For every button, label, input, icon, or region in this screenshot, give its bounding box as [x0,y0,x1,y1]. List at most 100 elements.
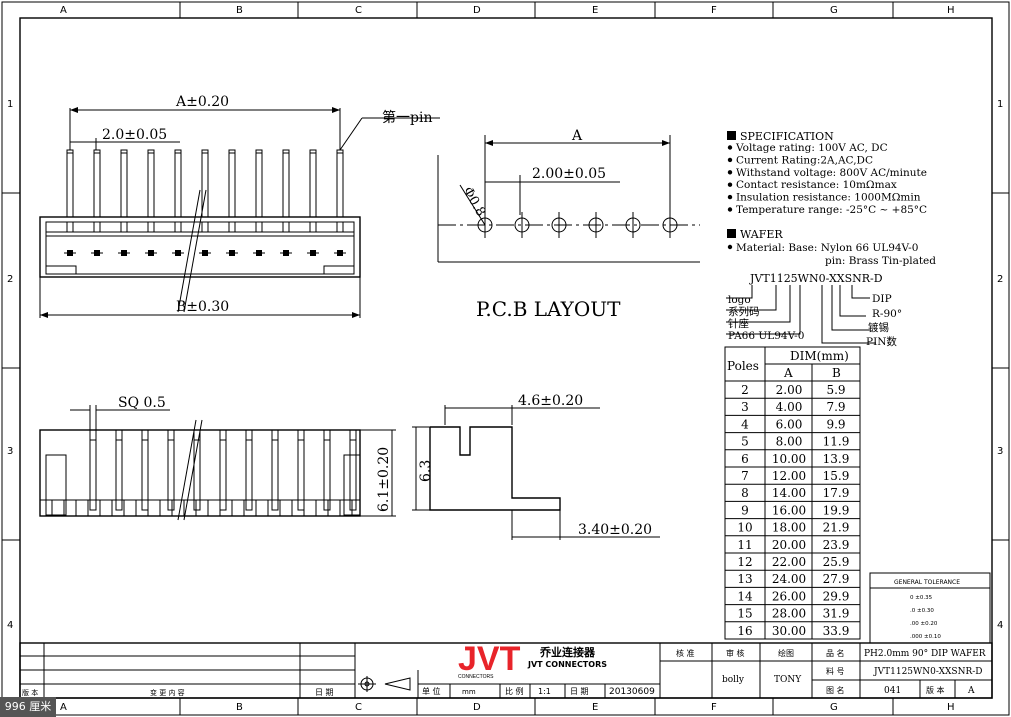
part-label: 料 号 [826,666,845,676]
grid-col-label: D [473,5,481,16]
code-label: 镀锡 [868,321,889,334]
pin [336,149,344,218]
pole-cell: 4 [741,417,749,431]
grid-col-label: G [830,702,838,713]
dim-a-cell: 8.00 [776,435,803,449]
grid-col-label: H [947,5,955,16]
pin [147,149,155,218]
pole-cell: 6 [741,452,749,466]
dim-b-cell: 21.9 [823,521,850,535]
zoom-badge: 996 厘米 [0,697,56,717]
grid-row-label: 2 [997,274,1003,285]
general-tolerance: GENERAL TOLERANCE 0 ±0.35 .0 ±0.30 .00 ±… [869,572,991,644]
wafer-title: WAFER [740,228,783,241]
pole-cell: 11 [737,538,752,552]
grid-col-label: H [947,702,955,713]
dim-a-cell: 14.00 [772,486,806,500]
pin [167,429,175,511]
pin [174,149,182,218]
dim-a-cell: 22.00 [772,555,806,569]
dim-b-cell: 19.9 [823,503,850,517]
pin-base [201,221,209,233]
height-61-label: 6.1±0.20 [376,447,392,512]
dim-a-cell: 12.00 [772,469,806,483]
pin [141,429,149,511]
pcb-title: P.C.B LAYOUT [476,297,621,321]
grid-col-label: A [60,702,67,713]
first-pin-label: 第一pin [382,109,432,126]
pole-cell: 13 [737,572,752,586]
grid-col-label: D [473,702,481,713]
grid-row-label: 4 [7,620,13,631]
dim-b-label: B±0.30 [176,299,229,315]
height-63-label: 6.3 [418,460,434,482]
grid-row-label: 4 [997,620,1003,631]
wafer-bullet-icon [727,229,736,238]
grid-col-label: F [711,5,717,16]
date2-label: 日 期 [315,688,334,697]
dim-header: DIM(mm) [790,349,849,363]
dim-a-cell: 18.00 [772,521,806,535]
code-label: 针座 [728,317,749,330]
ver-value: A [967,686,975,696]
pin [93,149,101,218]
pin [349,429,357,511]
dim-b-cell: 5.9 [826,383,845,397]
poles-header: Poles [727,359,759,373]
dwg-label: 图 名 [826,685,845,695]
spec-title: SPECIFICATION [740,130,834,143]
grid-row-label: 3 [7,446,13,457]
pole-cell: 8 [741,486,749,500]
col-b-header: B [832,366,841,380]
grid-col-label: C [355,702,362,713]
code-label: PA66 UL94V-0 [728,330,804,342]
tolerance-row: .0 ±0.30 [910,608,934,614]
pin-base [66,221,74,233]
grid-col-label: A [60,5,67,16]
pin [219,429,227,511]
pin-base [228,221,236,233]
company-en: JVT CONNECTORS [527,660,607,669]
col-a-header: A [783,366,793,380]
check-label: 核 准 [676,648,695,658]
pole-cell: 16 [737,624,752,638]
material-line-2: pin: Brass Tin-plated [825,255,936,267]
pole-cell: 14 [737,589,753,603]
dim-a-cell: 4.00 [776,400,803,414]
width-46-label: 4.6±0.20 [518,393,583,409]
name-label: 品 名 [826,648,845,658]
pin [66,149,74,218]
specification: SPECIFICATION Voltage rating: 100V AC, D… [727,130,936,267]
pole-cell: 2 [741,383,749,397]
ver-label: 版 本 [926,685,945,695]
spec-item: Withstand voltage: 800V AC/minute [736,167,927,179]
dim-a-cell: 16.00 [772,503,806,517]
code-label: DIP [872,293,892,305]
sq-label: SQ 0.5 [118,395,166,411]
pin-base [309,221,317,233]
dim-b-cell: 17.9 [823,486,850,500]
pin [255,149,263,218]
code-label: PIN数 [866,335,897,348]
grid-col-label: E [592,702,598,713]
review-label: 审 核 [726,648,745,658]
dim-a-cell: 20.00 [772,538,806,552]
pole-cell: 3 [741,400,749,414]
dim-b-cell: 31.9 [823,607,850,621]
pcb-hole-label: Φ0.8 [460,185,489,220]
pole-cell: 9 [741,503,749,517]
dim-a-cell: 2.00 [776,383,803,397]
dim-b-cell: 11.9 [823,435,850,449]
pin [271,429,279,511]
pin [323,429,331,511]
grid-col-label: B [236,702,243,713]
company-cn: 乔业连接器 [539,645,596,659]
dim-a-cell: 10.00 [772,452,806,466]
spec-item: Current Rating:2A,AC,DC [736,154,873,166]
scale-label: 比 例 [505,686,524,696]
rev-label: 版 本 [22,688,38,697]
dim-b-cell: 13.9 [823,452,850,466]
tolerance-row: .000 ±0.10 [910,634,941,640]
